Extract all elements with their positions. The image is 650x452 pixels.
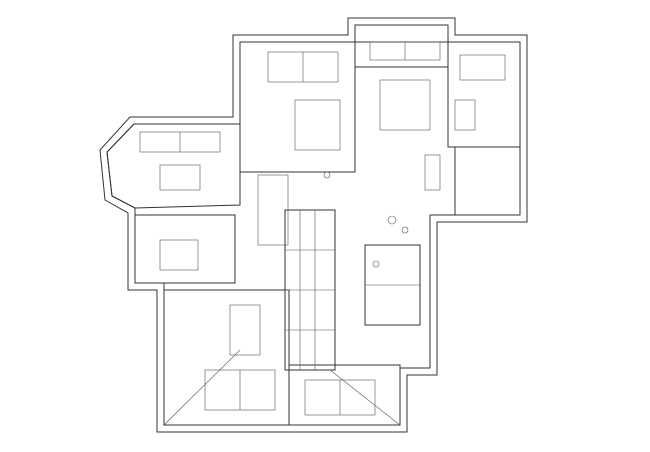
bottom-left-room <box>163 289 290 426</box>
furniture <box>163 99 476 426</box>
ceiling-light <box>323 171 331 179</box>
bedroom-top <box>239 41 356 173</box>
chair <box>387 215 397 225</box>
left-room <box>106 123 241 209</box>
bed <box>294 99 341 151</box>
interior-walls <box>106 41 521 426</box>
windows <box>139 41 506 416</box>
top-closet <box>354 41 449 68</box>
cabinet <box>257 174 289 246</box>
sink-counter <box>424 154 441 191</box>
shelf <box>454 99 476 131</box>
right-bath <box>454 146 521 216</box>
right-room <box>447 41 521 148</box>
plant <box>372 260 380 268</box>
lamp <box>401 226 409 234</box>
left-lower-room <box>134 214 236 284</box>
bottom-right-room <box>288 364 401 426</box>
sofa <box>229 304 261 356</box>
